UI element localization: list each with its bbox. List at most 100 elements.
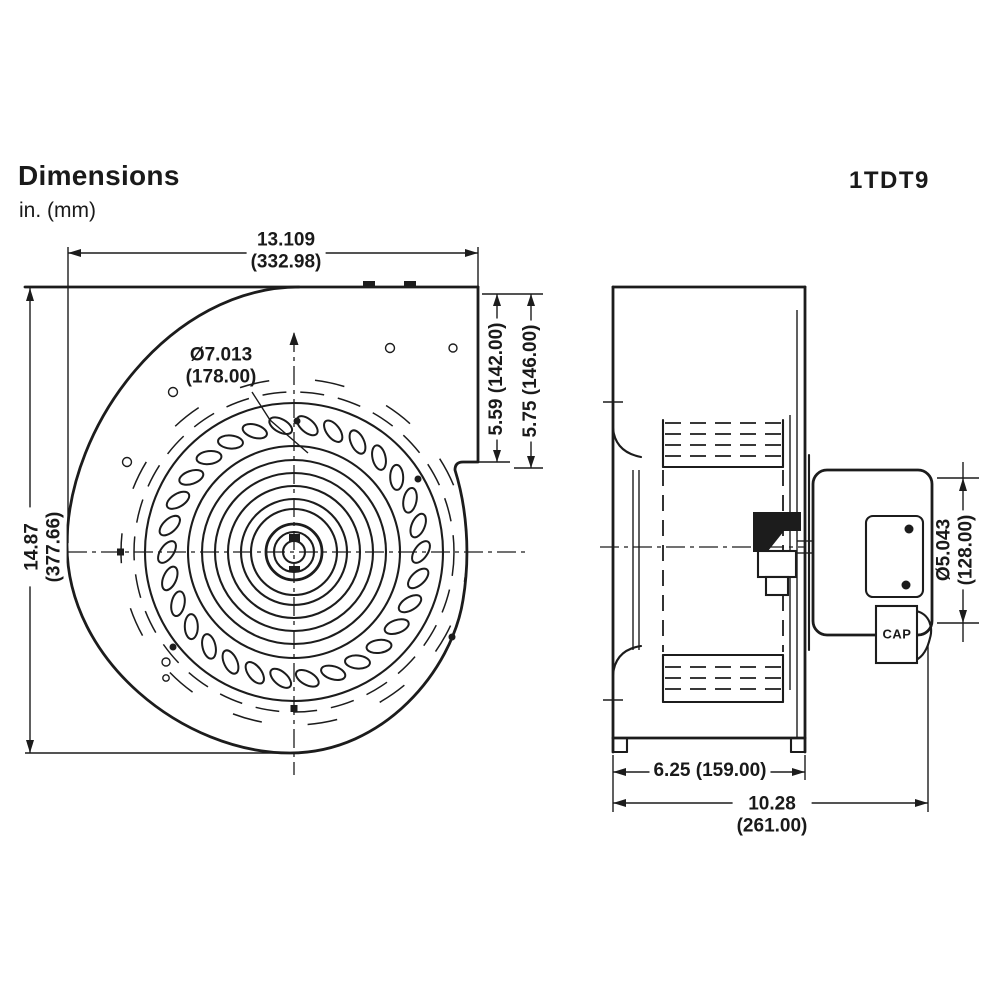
arrowhead <box>26 740 34 753</box>
mounting-hole <box>448 343 458 353</box>
mounting-hole <box>161 657 171 667</box>
wheel-blade <box>407 567 430 590</box>
wheel-blade <box>320 664 347 682</box>
arrowhead <box>465 249 478 257</box>
width-dimension-label: 13.109 (332.98) <box>246 229 326 275</box>
scroll-inner-dashed-circle <box>120 378 468 726</box>
screw <box>904 524 914 534</box>
rivet-dot <box>448 633 456 641</box>
arrowhead <box>959 478 967 491</box>
wheel-blade <box>158 514 181 537</box>
model-number: 1TDT9 <box>849 167 930 194</box>
arrowhead <box>527 294 535 306</box>
arrowhead <box>527 456 535 468</box>
units-note: in. (mm) <box>19 199 96 222</box>
wheel-blade <box>183 613 199 641</box>
wheel-outer-ring <box>143 401 445 703</box>
wheel-blade <box>371 444 387 471</box>
capacitor-can <box>914 609 933 662</box>
wheel-blade <box>295 415 319 437</box>
mounting-hole <box>167 386 179 398</box>
keyway <box>289 566 300 572</box>
arrowhead <box>493 294 501 306</box>
wheel-blade <box>165 490 191 510</box>
wheel-blade <box>178 469 205 486</box>
wheel-blade <box>269 667 293 689</box>
wheel-blade <box>409 512 427 539</box>
wheel-diameter-label: Ø7.013 (178.00) <box>185 344 257 388</box>
mounting-hole <box>121 456 133 468</box>
scroll-inner-dashed-circle <box>133 391 455 713</box>
wheel-blade <box>365 638 393 655</box>
motor <box>807 453 934 665</box>
wheel-blade <box>294 668 320 688</box>
page-title: Dimensions <box>18 160 180 191</box>
outlet-flange-curl <box>611 644 643 677</box>
outlet-flange-curl <box>611 426 643 459</box>
wheel-blade <box>397 594 423 614</box>
wheel-blade <box>323 419 344 443</box>
centerline-tick <box>290 705 298 712</box>
wheel-side-top-band <box>661 418 785 469</box>
wheel-blade <box>411 540 431 564</box>
shaft-hub <box>753 512 813 597</box>
volute-housing-outline <box>65 285 480 755</box>
screw <box>901 580 911 590</box>
arrowhead <box>792 768 805 776</box>
wheel-dia-leader-line <box>251 391 309 454</box>
wheel-blade <box>244 661 265 685</box>
capacitor-box <box>874 604 919 665</box>
outlet-height-label: 5.59 (142.00) <box>485 318 509 440</box>
keyway <box>289 534 300 542</box>
wheel-blade <box>241 422 268 440</box>
wheel-blade <box>161 565 179 592</box>
mounting-tab <box>363 281 375 286</box>
wheel-blade <box>348 429 367 455</box>
wheel-blade <box>389 463 405 491</box>
blower-wheel <box>143 401 445 703</box>
wheel-blade <box>195 449 223 466</box>
wheel-blade <box>217 434 244 450</box>
rivet-dot <box>414 475 422 483</box>
arrowhead <box>613 768 626 776</box>
wheel-blade <box>157 540 177 564</box>
wheel-blade <box>402 486 418 514</box>
motor-diameter-label: Ø5.043 (128.00) <box>933 510 979 590</box>
overall-depth-label: 10.28 (261.00) <box>732 793 812 839</box>
arrowhead <box>68 249 81 257</box>
wheel-blades <box>157 415 431 689</box>
rivet-dot <box>293 417 301 425</box>
side-view-drawing <box>600 285 934 754</box>
wheel-side-bottom-band <box>661 653 785 704</box>
mounting-hole <box>384 342 396 354</box>
front-view-drawing <box>23 281 528 775</box>
wheel-blade <box>170 590 186 618</box>
arrowhead <box>915 799 928 807</box>
centerline-arrow <box>289 332 299 345</box>
wheel-blade <box>268 416 294 436</box>
mounting-tab <box>404 281 416 286</box>
arrowhead <box>959 610 967 623</box>
arrowhead <box>493 450 501 462</box>
wheel-blade <box>383 618 410 635</box>
wheel-ring <box>226 484 362 620</box>
wheel-ring <box>249 507 339 597</box>
housing-depth-label: 6.25 (159.00) <box>649 759 771 783</box>
hub-ring <box>264 522 324 582</box>
height-dimension-label: 14.87 (377.66) <box>21 507 67 587</box>
mounting-hole <box>162 674 170 682</box>
wheel-inner-ring <box>186 444 402 660</box>
arrowhead <box>613 799 626 807</box>
arrowhead <box>26 288 34 301</box>
rivet-dot <box>169 643 177 651</box>
outlet-height2-label: 5.75 (146.00) <box>519 320 543 442</box>
capacitor-label: CAP <box>882 626 912 642</box>
wheel-blade <box>201 633 217 660</box>
wheel-ring <box>200 458 388 646</box>
junction-box <box>864 514 925 599</box>
wheel-ring <box>239 497 349 607</box>
wheel-blade <box>221 649 240 675</box>
wheel-ring <box>213 471 375 633</box>
